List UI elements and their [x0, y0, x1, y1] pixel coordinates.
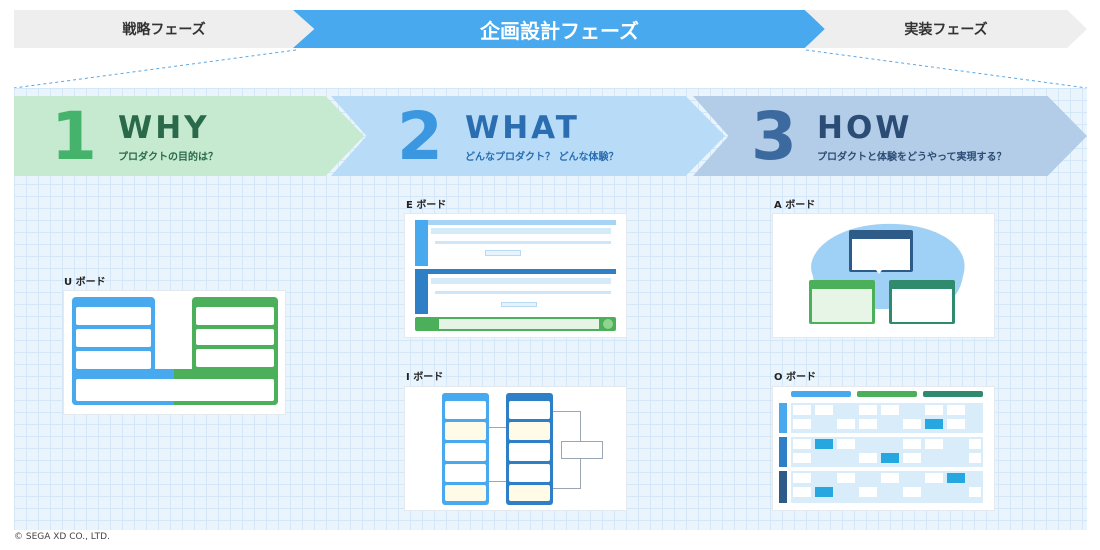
step-title: HOW: [817, 110, 913, 146]
board-label-u: U ボード: [64, 277, 106, 288]
step-number: 1: [51, 98, 97, 175]
step-how: 3 HOW プロダクトと体験をどうやって実現する？: [693, 96, 1087, 176]
board-label-e: E ボード: [406, 200, 447, 211]
board-label-i: I ボード: [406, 372, 444, 383]
step-what: 2 WHAT どんなプロダクト？ どんな体験？: [331, 96, 725, 176]
board-label-o: O ボード: [774, 372, 816, 383]
step-title: WHAT: [465, 110, 580, 146]
phase-strategy: 戦略フェーズ: [14, 10, 314, 48]
board-card-a[interactable]: [773, 214, 994, 337]
step-subtitle: プロダクトの目的は？: [118, 152, 218, 163]
step-subtitle: どんなプロダクト？ どんな体験？: [465, 152, 619, 163]
phase-planning: 企画設計フェーズ: [293, 10, 826, 48]
step-why: 1 WHY プロダクトの目的は？: [14, 96, 364, 176]
board-card-o[interactable]: [773, 387, 994, 510]
board-label-a: A ボード: [774, 200, 816, 211]
phase-implementation: 実装フェーズ: [805, 10, 1087, 48]
step-subtitle: プロダクトと体験をどうやって実現する？: [817, 152, 1007, 163]
board-card-i[interactable]: [405, 387, 626, 510]
step-title: WHY: [118, 110, 210, 146]
board-card-u[interactable]: [64, 291, 285, 414]
step-number: 2: [397, 98, 443, 175]
board-card-e[interactable]: [405, 214, 626, 337]
copyright: © SEGA XD CO., LTD.: [14, 532, 110, 542]
step-number: 3: [751, 98, 797, 175]
